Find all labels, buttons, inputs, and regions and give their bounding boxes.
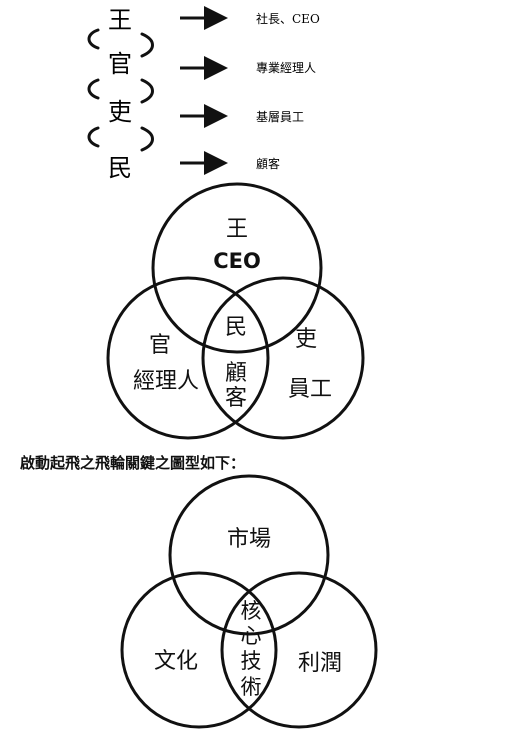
- venn1-left-line2: 經理人: [133, 369, 199, 394]
- cycle-arrow-left-3: [87, 126, 100, 148]
- venn1-center-line3: 客: [225, 386, 247, 411]
- level-char-clerk: 吏: [108, 98, 132, 126]
- venn-diagram-2: [120, 474, 378, 729]
- hierarchy-section: 王 官 吏 民 社長、CEO 專業經理人 基層員工 顧客: [87, 6, 320, 182]
- venn1-right-line2: 員工: [288, 377, 332, 402]
- venn1-left-line1: 官: [149, 333, 171, 358]
- venn1-top-line2: CEO: [213, 249, 261, 273]
- venn2-center-char-4: 術: [241, 675, 262, 699]
- cycle-arrow-right-2: [140, 78, 154, 104]
- venn1-labels: 王 CEO 官 經理人 吏 員工 民 顧 客: [133, 217, 332, 411]
- venn2-center-char-1: 核: [241, 599, 262, 623]
- venn2-labels: 市場 文化 利潤 核 心 技 術: [154, 527, 342, 699]
- venn2-circle-top: [168, 474, 330, 636]
- venn1-circle-right: [201, 276, 365, 440]
- cycle-arrow-left-2: [87, 78, 100, 100]
- level-char-people: 民: [108, 154, 132, 182]
- cycle-arrow-right-1: [140, 32, 154, 58]
- venn2-center-char-2: 心: [241, 624, 262, 648]
- venn2-circle-right: [220, 571, 378, 729]
- venn1-right-line1: 吏: [295, 327, 317, 352]
- venn-diagram-1: [106, 182, 365, 440]
- venn2-circle-left: [120, 571, 278, 729]
- level-char-official: 官: [108, 50, 132, 78]
- venn1-center-line1: 民: [225, 315, 247, 340]
- venn1-circle-top: [151, 182, 323, 354]
- level-label-official: 專業經理人: [256, 61, 316, 75]
- caption: 啟動起飛之飛輪關鍵之圖型如下：: [20, 454, 245, 472]
- cycle-arrow-left-1: [87, 28, 100, 50]
- venn2-right-label: 利潤: [298, 651, 342, 676]
- venn1-center-line2: 顧: [225, 361, 247, 386]
- venn2-center-char-3: 技: [241, 649, 262, 673]
- level-label-king: 社長、CEO: [256, 11, 320, 26]
- cycle-arrow-right-3: [140, 126, 154, 152]
- venn2-left-label: 文化: [154, 649, 198, 674]
- level-label-people: 顧客: [256, 156, 280, 171]
- venn1-top-line1: 王: [226, 217, 248, 242]
- venn2-top-label: 市場: [227, 527, 271, 552]
- venn1-circle-left: [106, 276, 270, 440]
- level-char-king: 王: [108, 6, 132, 34]
- level-label-clerk: 基層員工: [256, 110, 304, 124]
